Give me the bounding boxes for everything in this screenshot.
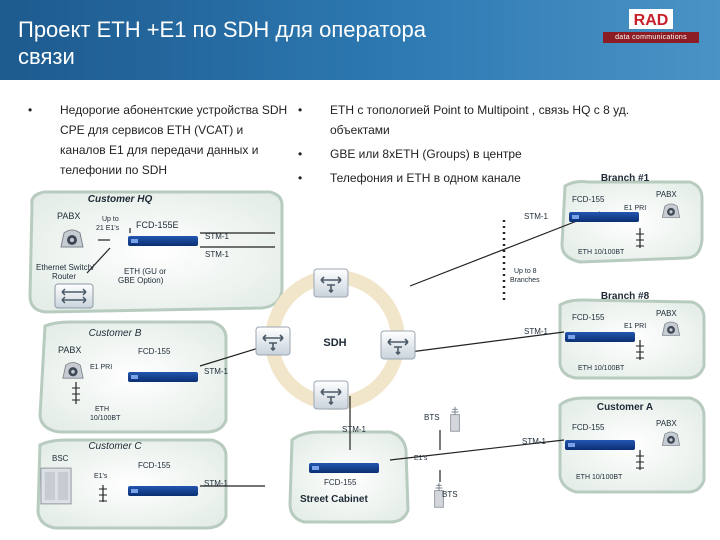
bullet-item: Телефония и ETH в одном канале bbox=[298, 168, 678, 188]
custa-fcd155-icon bbox=[565, 440, 635, 450]
bts-upper-label: BTS bbox=[424, 413, 440, 422]
custc-fcd155-icon bbox=[128, 486, 198, 496]
branch1-title: Branch #1 bbox=[601, 173, 650, 184]
title-line-1: Проект ETH +E1 по SDH для оператора bbox=[18, 17, 426, 42]
cabinet-fcd155-icon bbox=[309, 463, 379, 473]
hq-ethernet-switch-icon bbox=[54, 283, 94, 309]
custb-stm1-label: STM-1 bbox=[204, 367, 229, 376]
custc-bsc-icon bbox=[40, 467, 72, 505]
logo-subtitle: data communications bbox=[603, 32, 699, 43]
custb-e1pri-label: E1 PRI bbox=[90, 364, 112, 371]
bts-lower-label: BTS bbox=[442, 490, 458, 499]
sdh-node-left-icon bbox=[255, 326, 291, 356]
slide-title: Проект ETH +E1 по SDH для оператора связ… bbox=[18, 16, 498, 70]
custc-e1s-label: E1's bbox=[94, 473, 108, 480]
branch1-stm1-label: STM-1 bbox=[524, 212, 549, 221]
bullet-item: Недорогие абонентские устройства SDH CPE… bbox=[28, 100, 290, 180]
sdh-label: SDH bbox=[323, 337, 346, 349]
sdh-node-right-icon bbox=[380, 330, 416, 360]
cabinet-device-label: FCD-155 bbox=[324, 478, 357, 487]
hq-ethsw-label: Ethernet Switch/Router bbox=[36, 263, 95, 281]
cabinet-cloud bbox=[288, 430, 410, 524]
custc-bsc-label: BSC bbox=[52, 454, 69, 463]
branch8-stm1-label: STM-1 bbox=[524, 327, 549, 336]
branch8-title: Branch #8 bbox=[601, 291, 650, 302]
branch8-device-label: FCD-155 bbox=[572, 313, 605, 322]
branch8-eth-label: ETH 10/100BT bbox=[578, 365, 625, 372]
hq-stm1-label-a: STM-1 bbox=[205, 232, 230, 241]
branch8-e1pri-label: E1 PRI bbox=[624, 323, 646, 330]
bullet-item: ETH с топологией Point to Multipoint , с… bbox=[298, 100, 678, 140]
sdh-node-top-icon bbox=[313, 268, 349, 298]
hq-pabx-label: PABX bbox=[57, 211, 80, 221]
branch1-device-label: FCD-155 bbox=[572, 195, 605, 204]
link-lines bbox=[75, 211, 641, 502]
hq-fcd155e-icon bbox=[128, 236, 198, 246]
title-line-2: связи bbox=[18, 44, 75, 69]
custc-title: Customer C bbox=[88, 441, 142, 452]
custa-device-label: FCD-155 bbox=[572, 423, 605, 432]
custc-cloud bbox=[36, 438, 228, 530]
rad-logo-text: RAD bbox=[634, 12, 669, 29]
branch1-pabx-icon bbox=[661, 203, 681, 218]
branch8-pabx-label: PABX bbox=[656, 309, 677, 318]
custa-pabx-icon bbox=[661, 431, 681, 446]
custa-eth-label: ETH 10/100BT bbox=[576, 474, 623, 481]
custa-stm1-label: STM-1 bbox=[522, 437, 547, 446]
branch1-fcd155-icon bbox=[569, 212, 639, 222]
bts-upper-icon bbox=[450, 406, 460, 432]
custb-fcd155-icon bbox=[128, 372, 198, 382]
custa-title: Customer A bbox=[597, 402, 653, 413]
custc-stm1-label: STM-1 bbox=[204, 479, 229, 488]
branch8-fcd155-icon bbox=[565, 332, 635, 342]
hq-stm1-label-b: STM-1 bbox=[205, 250, 230, 259]
rad-logo-mark: RAD bbox=[629, 9, 673, 29]
port-ticks bbox=[72, 233, 644, 502]
cabinet-e1s-label: E1's bbox=[414, 455, 428, 462]
branch1-eth-label: ETH 10/100BT bbox=[578, 249, 625, 256]
custb-pabx-icon bbox=[62, 362, 84, 379]
branch1-pabx-label: PABX bbox=[656, 190, 677, 199]
rad-logo: RAD data communications bbox=[603, 9, 699, 47]
cabinet-title: Street Cabinet bbox=[300, 494, 368, 505]
custb-device-label: FCD-155 bbox=[138, 347, 171, 356]
bullet-list-right: ETH с топологией Point to Multipoint , с… bbox=[298, 100, 678, 192]
bullet-item: GBE или 8xETH (Groups) в центре bbox=[298, 144, 678, 164]
branch1-e1pri-label: E1 PRI bbox=[624, 205, 646, 212]
slide-header: Проект ETH +E1 по SDH для оператора связ… bbox=[0, 0, 720, 80]
custc-device-label: FCD-155 bbox=[138, 461, 171, 470]
custa-pabx-label: PABX bbox=[656, 419, 677, 428]
branch8-pabx-icon bbox=[661, 321, 681, 336]
hq-title: Customer HQ bbox=[88, 194, 153, 205]
custb-pabx-label: PABX bbox=[58, 345, 81, 355]
custb-title: Customer B bbox=[89, 328, 142, 339]
bullet-list-left: Недорогие абонентские устройства SDH CPE… bbox=[28, 100, 290, 184]
sdh-node-bottom-icon bbox=[313, 380, 349, 410]
hq-device-label: FCD-155E bbox=[136, 220, 179, 230]
hq-cloud bbox=[28, 190, 284, 314]
hq-pabx-icon bbox=[60, 229, 84, 248]
cabinet-stm1-label: STM-1 bbox=[342, 425, 367, 434]
